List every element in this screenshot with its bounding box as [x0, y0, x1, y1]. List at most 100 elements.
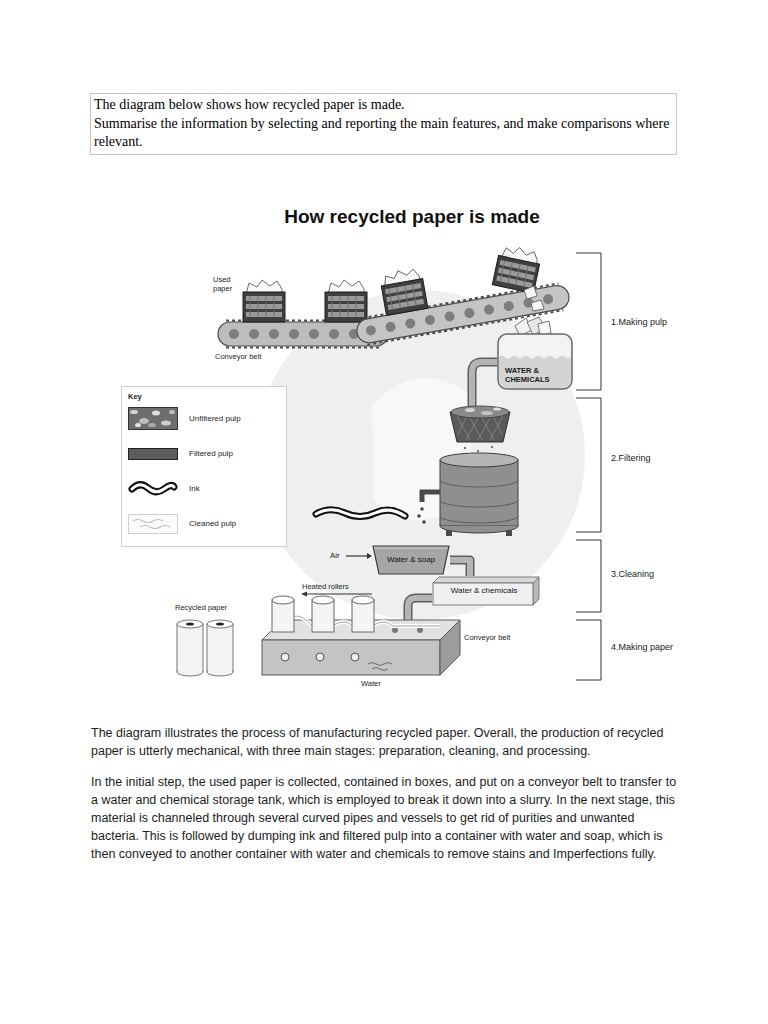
filter-basket	[477, 450, 479, 452]
tank-label: WATER & CHEMICALS	[505, 366, 567, 384]
heated-roller	[352, 600, 374, 632]
legend-sample	[128, 514, 178, 534]
paper-machine	[351, 653, 359, 661]
roller-arrow	[301, 592, 372, 597]
falling-paper	[524, 286, 537, 299]
heated-roller	[352, 596, 374, 604]
conveyor-belt	[229, 329, 239, 339]
roller-arrow	[301, 592, 307, 597]
legend-row: Filtered pulp	[128, 436, 280, 471]
chemical-container: Water & chemicals	[432, 576, 540, 606]
filter-drum	[417, 514, 421, 518]
inclined-conveyor-belt	[346, 234, 571, 346]
paper-crate	[325, 280, 367, 322]
inclined-conveyor-belt	[483, 304, 495, 316]
heated-roller	[272, 596, 294, 604]
inclined-conveyor-belt	[379, 267, 428, 316]
inclined-conveyor-belt	[444, 311, 456, 323]
air-arrow	[367, 553, 372, 559]
pulp-fleck	[135, 423, 141, 427]
filter-basket	[451, 406, 509, 418]
pulp-fleck	[130, 410, 138, 414]
conveyor-belt	[309, 329, 319, 339]
stage-label: 1.Making pulp	[611, 317, 667, 328]
pulp-fleck	[169, 410, 175, 414]
chemical-tank: WATER & CHEMICALS	[497, 333, 573, 390]
pulp-fleck	[152, 411, 160, 416]
legend-row: Ink	[128, 471, 280, 506]
filter-drum	[420, 507, 424, 511]
stage-bracket	[576, 253, 601, 680]
air-arrow	[346, 555, 368, 556]
paper-crate	[243, 280, 367, 322]
ink-sample	[132, 484, 174, 491]
paper-roll	[178, 660, 202, 672]
container-label: Water & soap	[387, 555, 435, 565]
paper-roll	[177, 620, 203, 628]
clean-pulp-sample	[129, 514, 178, 533]
filter-drum	[417, 453, 518, 536]
key-heading: Key	[128, 392, 280, 401]
pulp-pipe	[472, 362, 497, 410]
part-label: Conveyor belt	[464, 633, 510, 642]
legend-sample	[128, 477, 178, 501]
trough-body	[373, 546, 449, 574]
key-box: KeyUnfiltered pulpFiltered pulpInkCleane…	[121, 386, 287, 547]
part-label: Heated rollers	[302, 582, 349, 591]
filter-drum	[440, 453, 518, 467]
legend-swatch	[128, 448, 178, 460]
task-text: The diagram below shows how recycled pap…	[94, 96, 673, 115]
tray-side	[533, 577, 539, 605]
essay-paragraph: The diagram illustrates the process of m…	[91, 724, 677, 760]
legend-sample	[128, 407, 178, 430]
filter-drum	[506, 530, 512, 536]
filter-drum	[446, 530, 452, 536]
paper-roll	[177, 620, 233, 676]
soap-container: Water & soap	[372, 545, 450, 575]
heated-roller	[272, 596, 374, 632]
stage-label: 4.Making paper	[611, 642, 673, 653]
inclined-conveyor-belt	[424, 314, 436, 326]
legend-label: Cleaned pulp	[189, 519, 236, 529]
diagram-title: How recycled paper is made	[262, 205, 562, 228]
heated-roller	[312, 600, 334, 632]
paper-machine	[368, 663, 392, 671]
ink-stream	[316, 510, 405, 517]
pulp-sample	[129, 408, 178, 430]
filter-drum	[440, 460, 518, 526]
inclined-conveyor-belt	[492, 244, 542, 294]
container-label: Water & chemicals	[451, 586, 517, 596]
stage-bracket	[576, 253, 601, 680]
paper-roll	[207, 620, 233, 628]
inclined-conveyor-belt	[365, 325, 377, 337]
conveyor-belt	[249, 329, 259, 339]
filter-drum	[422, 520, 426, 524]
air-arrow	[346, 553, 372, 559]
filter-basket	[493, 407, 501, 410]
pipe-connector	[450, 560, 470, 576]
ink-stream	[316, 510, 405, 517]
filter-basket	[465, 408, 475, 412]
paper-roll	[177, 624, 203, 672]
pulp-fleck	[161, 421, 171, 426]
legend-label: Filtered pulp	[189, 449, 233, 459]
tray-top	[433, 577, 539, 583]
filter-basket	[464, 447, 466, 449]
pulp-fleck	[139, 418, 149, 424]
filter-drum	[422, 492, 440, 502]
filter-basket	[450, 406, 510, 457]
heated-roller	[312, 596, 334, 604]
legend-row: Unfiltered pulp	[128, 401, 280, 436]
conveyor-belt	[226, 347, 380, 349]
inclined-conveyor-belt	[542, 293, 554, 305]
part-label: Used paper	[213, 275, 241, 293]
filter-drum	[440, 480, 518, 523]
clean-pulp-sample	[133, 519, 170, 528]
conveyor-belt	[329, 329, 339, 339]
task-text: Summarise the information by selecting a…	[94, 115, 673, 152]
filter-basket	[481, 411, 493, 415]
roller-arrow	[304, 594, 372, 595]
pulp-pipe	[472, 362, 497, 410]
essay-paragraph: In the initial step, the used paper is c…	[91, 773, 677, 863]
